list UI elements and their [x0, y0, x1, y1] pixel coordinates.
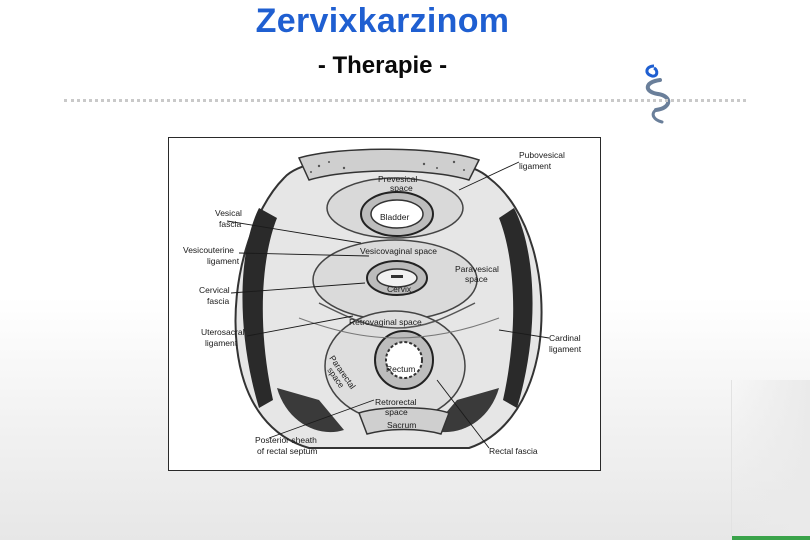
label-vesicovaginal-space: Vesicovaginal space — [360, 246, 437, 256]
label-prevesical: Prevesical — [378, 174, 417, 184]
label-rectal-fascia: Rectal fascia — [489, 446, 538, 456]
title-divider — [64, 99, 746, 102]
logo-icon — [645, 64, 671, 124]
pelvic-cross-section-diagram: Pubovesical ligament Prevesical space Ve… — [183, 148, 582, 456]
label-vesical-fascia: Vesical — [215, 208, 242, 218]
label-vesicouterine: Vesicouterine — [183, 245, 234, 255]
label-pubovesical-2: ligament — [519, 161, 552, 171]
label-cervical-fascia: Cervical — [199, 285, 230, 295]
label-posterior-sheath: Posterior sheath — [255, 435, 317, 445]
anatomy-figure: Pubovesical ligament Prevesical space Ve… — [168, 137, 601, 471]
label-uterosacral-2: ligament — [205, 338, 238, 348]
label-bladder: Bladder — [380, 212, 409, 222]
label-cardinal: Cardinal — [549, 333, 581, 343]
label-vesical-fascia-2: fascia — [219, 219, 241, 229]
label-uterosacral: Uterosacral — [201, 327, 245, 337]
label-retrovaginal-space: Retrovaginal space — [349, 317, 422, 327]
label-cervix: Cervix — [387, 284, 412, 294]
label-cervical-fascia-2: fascia — [207, 296, 229, 306]
label-vesicouterine-2: ligament — [207, 256, 240, 266]
label-pubovesical: Pubovesical — [519, 150, 565, 160]
corner-accent-bar — [732, 536, 810, 540]
label-prevesical-2: space — [390, 183, 413, 193]
slide-title: Zervixkarzinom — [255, 2, 510, 40]
slide-subtitle: - Therapie - — [317, 52, 448, 79]
label-sacrum: Sacrum — [387, 420, 416, 430]
label-posterior-sheath-2: of rectal septum — [257, 446, 317, 456]
label-cardinal-2: ligament — [549, 344, 582, 354]
corner-decoration — [731, 380, 810, 536]
label-retrorectal-2: space — [385, 407, 408, 417]
label-rectum: Rectum — [386, 364, 415, 374]
label-retrorectal: Retrorectal — [375, 397, 417, 407]
label-paravesical: Paravesical — [455, 264, 499, 274]
label-paravesical-2: space — [465, 274, 488, 284]
